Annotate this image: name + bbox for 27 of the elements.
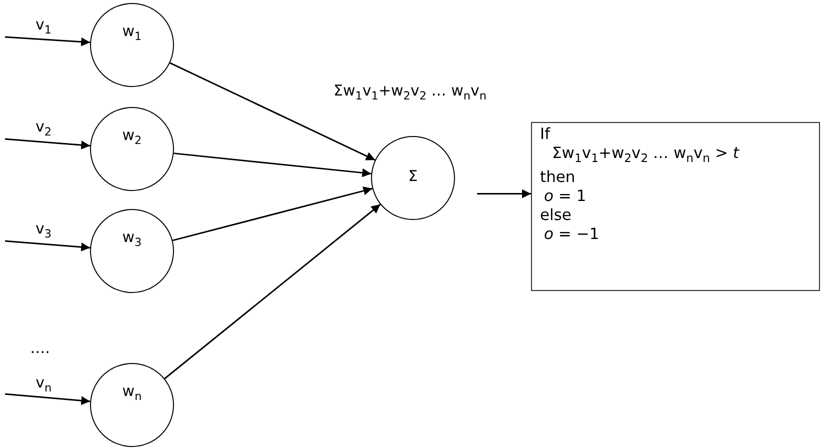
sum-symbol: Σ bbox=[408, 167, 418, 185]
arrow bbox=[4, 393, 90, 406]
condition-text: If bbox=[540, 125, 550, 143]
condition-text: o = 1 bbox=[544, 187, 586, 206]
edge-label: v$_{1}$ bbox=[36, 15, 52, 36]
weight-label: w$_{3}$ bbox=[122, 228, 142, 249]
weight-label: w$_{2}$ bbox=[122, 126, 142, 147]
edge-label: v$_{2}$ bbox=[36, 118, 52, 139]
condition-text: Σw$_{1}$v$_{1}$+w$_{2}$v$_{2}$ … w$_{n}$v$_{n}$ > t bbox=[552, 144, 739, 162]
weight-label: w$_{n}$ bbox=[122, 382, 142, 403]
condition-text: then bbox=[540, 168, 576, 186]
arrow bbox=[4, 240, 90, 252]
weight-label: w$_{1}$ bbox=[122, 22, 142, 43]
arrow bbox=[4, 138, 90, 150]
arrow bbox=[174, 152, 372, 178]
condition-box bbox=[531, 122, 820, 291]
arrow bbox=[4, 36, 90, 46]
arrow bbox=[170, 62, 376, 161]
edge-label: v$_{n}$ bbox=[36, 373, 52, 394]
sum-formula: Σw$_{1}$v$_{1}$+w$_{2}$v$_{2}$ … w$_{n}$v$_{n}$ bbox=[333, 82, 487, 102]
condition-text: o = −1 bbox=[544, 225, 600, 244]
condition-text: else bbox=[540, 206, 572, 224]
arrow bbox=[477, 189, 531, 198]
arrow bbox=[172, 186, 373, 242]
edge-label: v$_{3}$ bbox=[36, 220, 52, 241]
ellipsis-label: …. bbox=[30, 339, 50, 357]
arrow bbox=[164, 204, 381, 380]
